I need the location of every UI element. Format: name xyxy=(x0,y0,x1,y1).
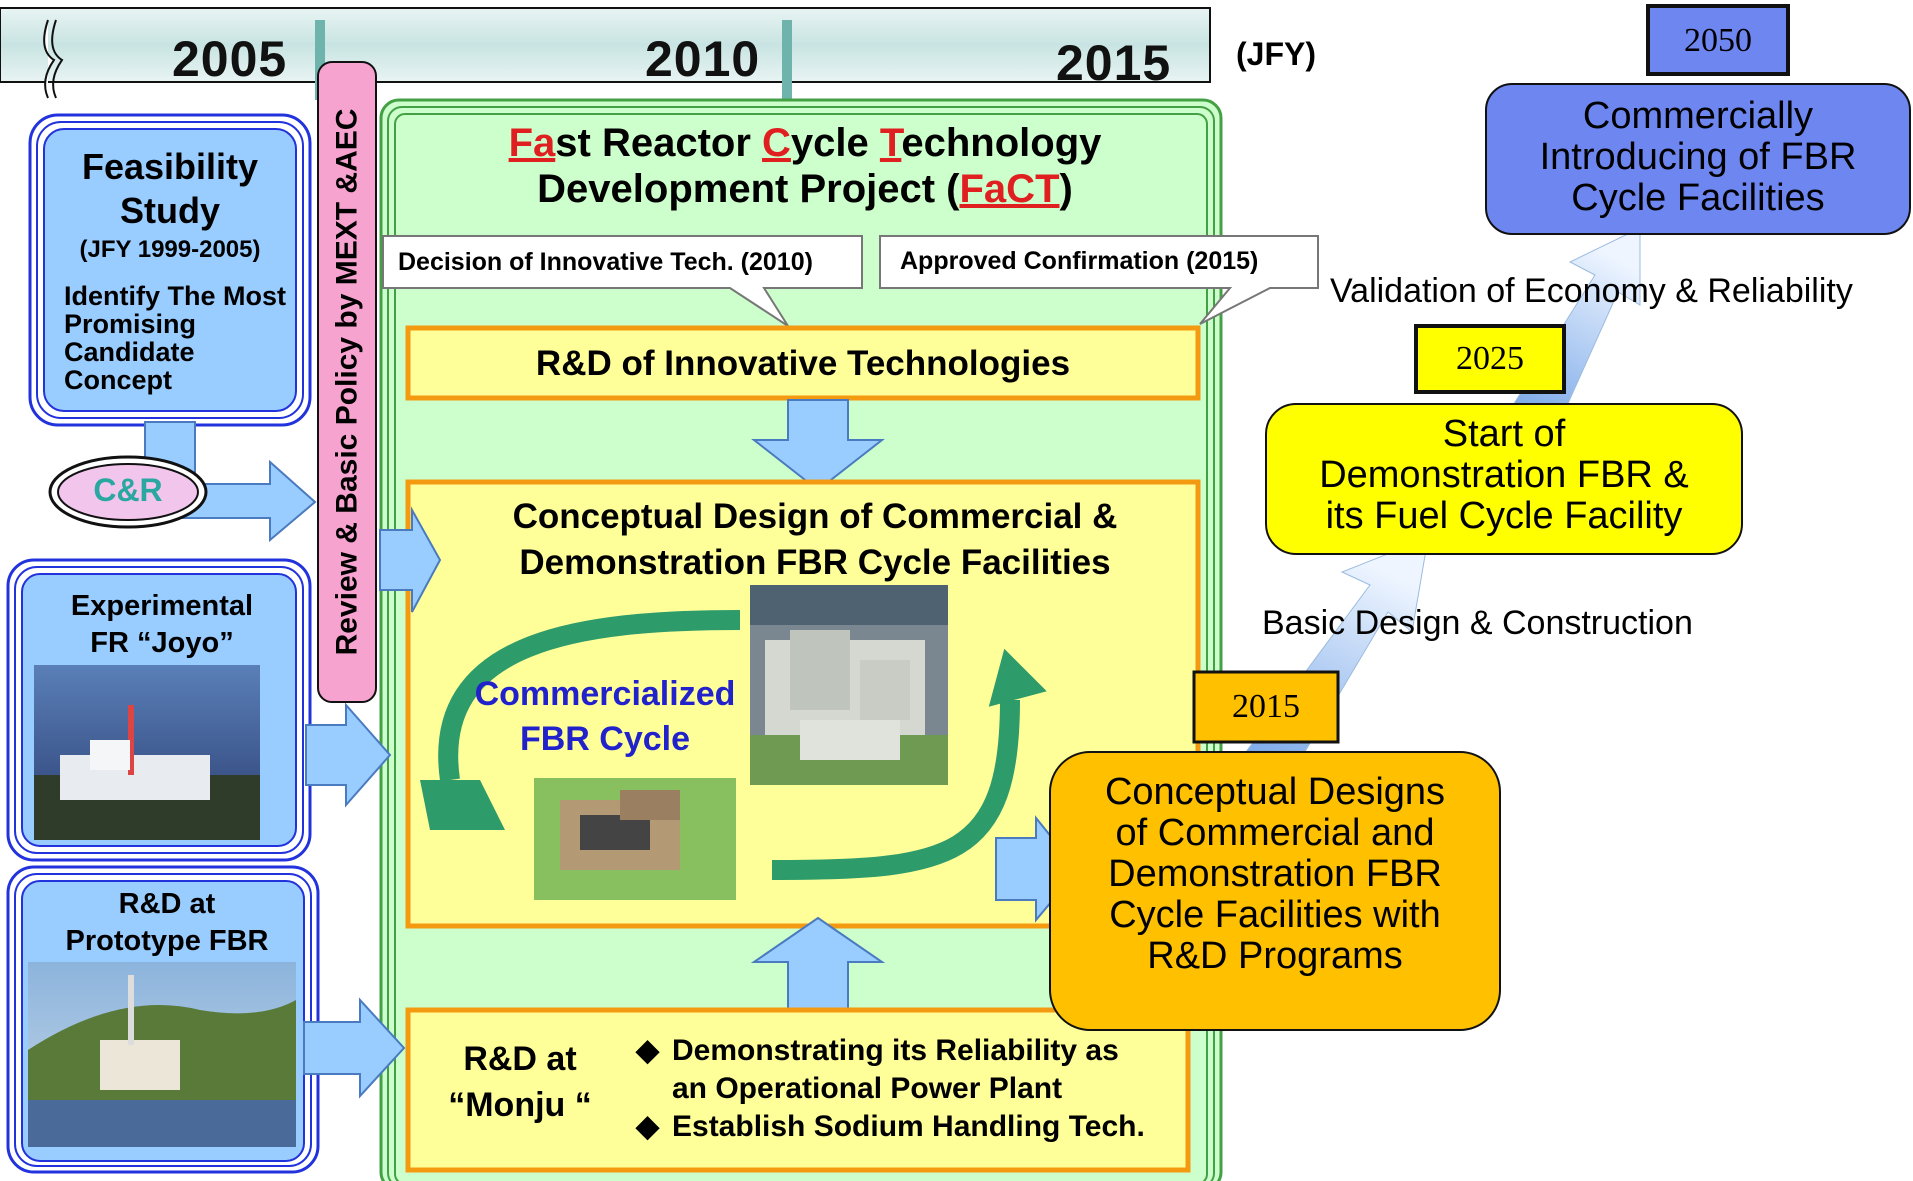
year-tag-2050-box xyxy=(1646,4,1790,76)
fact-title-seg: Development Project ( xyxy=(537,167,960,211)
monju-box xyxy=(405,1007,1191,1173)
arrow-down-innovative xyxy=(751,399,885,492)
plant-render-top xyxy=(750,585,948,785)
innovative-label: R&D of Innovative Technologies xyxy=(535,344,1071,383)
outcome-2015-text: Conceptual Designs of Commercial and Dem… xyxy=(1050,772,1500,977)
arrow-joyo xyxy=(305,702,392,808)
joyo-title: Experimental FR “Joyo” xyxy=(24,588,300,662)
year-tag-2050: 2050 xyxy=(1684,22,1752,59)
timeline-unit: (JFY) xyxy=(1236,36,1316,72)
stage-2050-line3: Cycle Facilities xyxy=(1571,177,1825,219)
stage-2050-text: Commercially Introducing of FBR Cycle Fa… xyxy=(1486,96,1910,219)
fact-letter-t: T xyxy=(879,121,902,165)
arrow-prototype xyxy=(303,997,406,1099)
feasibility-title: Feasibility Study xyxy=(50,145,290,233)
arrow-up-monju xyxy=(750,916,886,1011)
monju-bullet-text: Establish Sodium Handling Tech. xyxy=(672,1110,1145,1143)
conceptual-title: Conceptual Design of Commercial & Demons… xyxy=(430,494,1200,586)
timeline-year-2005: 2005 xyxy=(172,31,288,87)
joyo-title-line2: FR “Joyo” xyxy=(90,627,234,659)
fact-title-seg: echnology xyxy=(901,121,1102,165)
bullet-diamond-icon: ◆ xyxy=(636,1034,660,1067)
outcome-2015-line4: Cycle Facilities with xyxy=(1109,894,1441,936)
arrow-policy-to-fact xyxy=(379,506,442,613)
monju-title-line1: R&D at xyxy=(463,1040,577,1078)
arrow-label-validation: Validation of Economy & Reliability xyxy=(1330,272,1853,310)
plant-render-bottom xyxy=(534,778,736,900)
innovative-box xyxy=(405,325,1201,401)
policy-bar-label-wrap: Review & Basic Policy by MEXT &AEC xyxy=(318,62,376,702)
joyo-photo xyxy=(34,665,260,840)
prototype-title-line1: R&D at xyxy=(118,888,216,920)
feasibility-period: (JFY 1999-2005) xyxy=(79,236,261,263)
stage-2025-line3: its Fuel Cycle Facility xyxy=(1325,495,1683,537)
stage-2025-line1: Start of xyxy=(1442,413,1566,455)
monju-bullet: ◆ Demonstrating its Reliability as xyxy=(636,1032,1145,1070)
stage-2050-line2: Introducing of FBR xyxy=(1539,136,1857,178)
monju-bullet-text: Demonstrating its Reliability as xyxy=(672,1034,1119,1067)
cycle-label-line2: FBR Cycle xyxy=(519,720,691,758)
fact-title-line2: Development Project (FaCT) xyxy=(400,166,1210,212)
year-tag-2025-box xyxy=(1414,324,1566,394)
fact-letters-fa: Fa xyxy=(508,121,556,165)
timeline-year-2015: 2015 xyxy=(1056,35,1172,91)
fact-title-seg: st Reactor xyxy=(555,121,763,165)
outcome-2015-line3: Demonstration FBR xyxy=(1108,853,1442,895)
prototype-title: R&D at Prototype FBR xyxy=(24,886,310,960)
policy-bar xyxy=(317,61,377,703)
monju-bullet: an Operational Power Plant xyxy=(636,1070,1145,1108)
feasibility-title-line2: Study xyxy=(119,190,220,231)
stage-2025-line2: Demonstration FBR & xyxy=(1319,454,1689,496)
callout-shapes xyxy=(382,235,1319,327)
prototype-photo xyxy=(28,962,296,1147)
callout-decision: Decision of Innovative Tech. (2010) xyxy=(398,248,813,276)
monju-bullet: ◆ Establish Sodium Handling Tech. xyxy=(636,1108,1145,1146)
outcome-2015-line5: R&D Programs xyxy=(1147,935,1403,977)
fact-acronym: FaCT xyxy=(959,167,1060,211)
policy-bar-label: Review & Basic Policy by MEXT &AEC xyxy=(330,108,363,656)
fact-title-seg: ycle xyxy=(790,121,880,165)
outcome-2015-box xyxy=(1049,751,1501,1031)
conceptual-title-line2: Demonstration FBR Cycle Facilities xyxy=(519,543,1111,582)
monju-bullet-text: an Operational Power Plant xyxy=(672,1072,1063,1105)
outcome-2015-line1: Conceptual Designs xyxy=(1104,771,1446,813)
bullet-diamond-icon: ◆ xyxy=(636,1110,660,1143)
cr-badge-label: C&R xyxy=(93,472,163,508)
cycle-arrowhead-right xyxy=(988,648,1047,707)
callout-approved: Approved Confirmation (2015) xyxy=(900,247,1259,275)
prototype-title-line2: Prototype FBR xyxy=(65,925,269,957)
joyo-title-line1: Experimental xyxy=(70,590,254,622)
outcome-2015-line2: of Commercial and xyxy=(1115,812,1435,854)
year-tag-2025: 2025 xyxy=(1456,340,1524,377)
stage-2025-text: Start of Demonstration FBR & its Fuel Cy… xyxy=(1266,414,1742,537)
cycle-arrows xyxy=(438,610,1020,880)
stage-2050-line1: Commercially xyxy=(1582,95,1814,137)
feasibility-text: Identify The Most Promising Candidate Co… xyxy=(64,281,286,395)
stage-2050-box xyxy=(1485,83,1911,235)
arrow-label-basic-design: Basic Design & Construction xyxy=(1262,604,1693,642)
stage-2025-box xyxy=(1265,403,1743,555)
fact-title: Fast Reactor Cycle Technology Developmen… xyxy=(400,120,1210,212)
year-tag-2015-box xyxy=(1192,670,1340,744)
cycle-label-line1: Commercialized xyxy=(474,675,736,713)
feasibility-title-line1: Feasibility xyxy=(81,146,259,187)
feasibility-frame xyxy=(28,113,312,427)
cycle-arrowhead-left xyxy=(420,780,505,830)
fact-title-seg: ) xyxy=(1059,167,1073,211)
cycle-label: Commercialized FBR Cycle xyxy=(460,672,750,762)
timeline-year-2010: 2010 xyxy=(645,31,761,87)
conceptual-title-line1: Conceptual Design of Commercial & xyxy=(512,497,1118,536)
monju-title-line2: “Monju “ xyxy=(448,1086,592,1124)
year-tag-2015: 2015 xyxy=(1232,688,1300,725)
monju-bullets: ◆ Demonstrating its Reliability as an Ope… xyxy=(636,1032,1145,1146)
fact-letter-c: C xyxy=(762,121,791,165)
fact-title-line1: Fast Reactor Cycle Technology xyxy=(400,120,1210,166)
monju-title: R&D at “Monju “ xyxy=(430,1036,610,1128)
timeline-band xyxy=(0,7,1211,100)
